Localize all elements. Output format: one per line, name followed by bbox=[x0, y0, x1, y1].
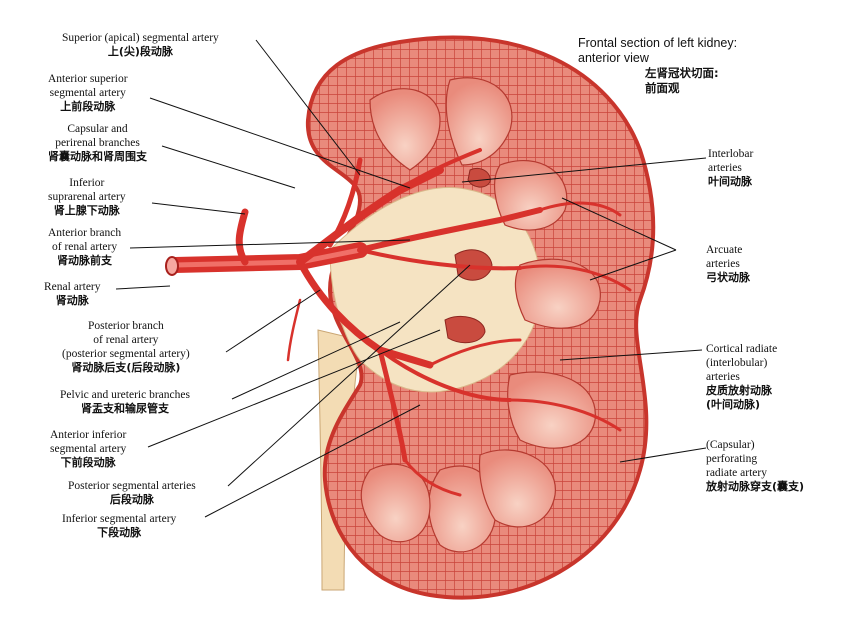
figure-title: Frontal section of left kidney: anterior… bbox=[578, 36, 737, 96]
pyramid bbox=[478, 449, 556, 528]
label-en: arteries bbox=[706, 258, 740, 270]
label-en: Superior (apical) segmental artery bbox=[62, 32, 219, 44]
pyramid bbox=[360, 463, 431, 543]
label-en: radiate artery bbox=[706, 467, 767, 479]
label-en: segmental artery bbox=[50, 443, 127, 455]
label-zh: 肾囊动脉和肾周围支 bbox=[48, 150, 147, 163]
label-zh: 下段动脉 bbox=[97, 526, 142, 539]
label-zh: 上(尖)段动脉 bbox=[107, 45, 173, 58]
label-en: Renal artery bbox=[44, 281, 101, 293]
label-interlobar-arteries: Interlobar arteries 叶间动脉 bbox=[708, 147, 753, 189]
renal-artery-cut-end bbox=[165, 256, 179, 276]
label-en: arteries bbox=[706, 371, 740, 383]
label-en: Posterior segmental arteries bbox=[68, 480, 196, 492]
label-zh: 肾动脉 bbox=[55, 294, 89, 307]
leader-lines bbox=[115, 39, 707, 518]
label-en: Inferior bbox=[69, 177, 105, 189]
label-zh: 肾动脉后支(后段动脉) bbox=[71, 361, 181, 374]
label-zh: 肾上腺下动脉 bbox=[53, 204, 120, 217]
title-line2: anterior view bbox=[578, 51, 649, 65]
label-en: of renal artery bbox=[93, 334, 159, 346]
renal-calyces bbox=[444, 167, 493, 344]
label-pelvic-ureteric-branches: Pelvic and ureteric branches 肾盂支和输尿管支 bbox=[60, 388, 190, 416]
label-en: arteries bbox=[708, 162, 742, 174]
label-en: (Capsular) bbox=[706, 439, 755, 451]
label-en: Arcuate bbox=[706, 244, 743, 256]
label-zh: 弓状动脉 bbox=[706, 271, 750, 284]
label-anterior-superior-segmental-artery: Anterior superior segmental artery 上前段动脉 bbox=[48, 72, 128, 114]
label-posterior-branch-renal-artery: Posterior branch of renal artery (poster… bbox=[62, 319, 190, 375]
label-en: perirenal branches bbox=[55, 137, 140, 149]
label-en: Posterior branch bbox=[88, 320, 164, 332]
renal-pyramids bbox=[360, 77, 601, 553]
label-perforating-radiate-artery: (Capsular) perforating radiate artery 放射… bbox=[706, 438, 804, 494]
pyramid bbox=[514, 258, 601, 329]
label-en: Capsular and bbox=[67, 123, 128, 135]
label-capsular-perirenal-branches: Capsular and perirenal branches 肾囊动脉和肾周围… bbox=[48, 122, 147, 164]
renal-sinus bbox=[329, 187, 542, 393]
label-en: of renal artery bbox=[51, 241, 118, 253]
label-zh: 上前段动脉 bbox=[60, 100, 116, 113]
label-en: Pelvic and ureteric branches bbox=[60, 389, 190, 401]
label-zh-2: (叶间动脉) bbox=[706, 398, 761, 411]
label-zh: 叶间动脉 bbox=[708, 175, 752, 188]
label-en: Interlobar bbox=[708, 148, 754, 160]
label-zh: 皮质放射动脉 bbox=[706, 384, 772, 397]
label-zh: 放射动脉穿支(囊支) bbox=[706, 480, 805, 493]
label-arcuate-arteries: Arcuate arteries 弓状动脉 bbox=[706, 243, 750, 285]
label-zh: 后段动脉 bbox=[109, 493, 154, 506]
label-zh: 肾动脉前支 bbox=[57, 254, 113, 267]
label-en: (posterior segmental artery) bbox=[62, 348, 190, 360]
label-anterior-branch-renal-artery: Anterior branch of renal artery 肾动脉前支 bbox=[48, 226, 121, 268]
title-zh1: 左肾冠状切面: bbox=[645, 66, 719, 80]
label-zh: 肾盂支和输尿管支 bbox=[80, 402, 169, 415]
label-anterior-inferior-segmental-artery: Anterior inferior segmental artery 下前段动脉 bbox=[50, 428, 126, 470]
pyramid bbox=[494, 160, 568, 231]
label-zh: 下前段动脉 bbox=[60, 456, 116, 469]
label-en: Anterior superior bbox=[48, 73, 128, 85]
pyramid bbox=[445, 77, 513, 166]
label-renal-artery: Renal artery 肾动脉 bbox=[44, 280, 101, 308]
title-zh2: 前面观 bbox=[645, 81, 680, 95]
label-superior-segmental-artery: Superior (apical) segmental artery 上(尖)段… bbox=[62, 31, 219, 59]
label-posterior-segmental-arteries: Posterior segmental arteries 后段动脉 bbox=[68, 479, 196, 507]
label-en: Anterior inferior bbox=[50, 429, 127, 441]
arterial-tree bbox=[167, 148, 632, 497]
label-en: Anterior branch bbox=[48, 227, 122, 239]
label-inferior-segmental-artery: Inferior segmental artery 下段动脉 bbox=[62, 512, 176, 540]
pyramid bbox=[369, 88, 441, 171]
title-line1: Frontal section of left kidney: bbox=[578, 36, 738, 50]
label-inferior-suprarenal-artery: Inferior suprarenal artery 肾上腺下动脉 bbox=[48, 176, 126, 218]
pyramid bbox=[507, 371, 596, 449]
label-en: Cortical radiate bbox=[706, 343, 778, 355]
label-en: suprarenal artery bbox=[48, 191, 126, 203]
label-en: (interlobular) bbox=[706, 357, 768, 369]
label-en: Inferior segmental artery bbox=[62, 513, 177, 525]
label-cortical-radiate-arteries: Cortical radiate (interlobular) arteries… bbox=[706, 342, 777, 412]
label-en: perforating bbox=[706, 453, 758, 465]
label-en: segmental artery bbox=[49, 87, 126, 99]
